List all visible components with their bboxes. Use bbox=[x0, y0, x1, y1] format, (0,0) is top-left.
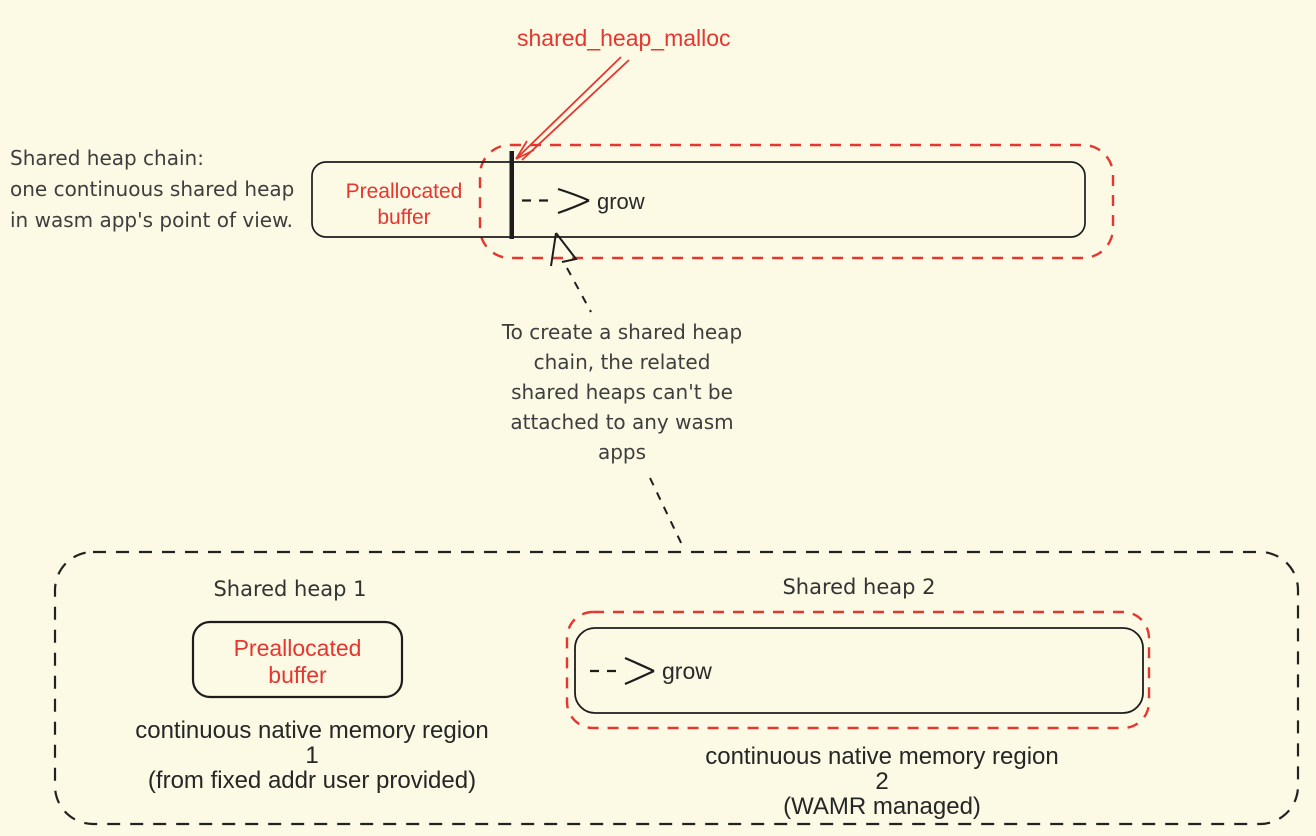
grow-arrow-icon-top bbox=[522, 187, 590, 215]
shared-heap-chain-note: Shared heap chain: one continuous shared… bbox=[10, 146, 295, 232]
grow-label-top: grow bbox=[597, 189, 645, 214]
malloc-arrow-icon bbox=[515, 56, 630, 161]
preallocated-buffer-label-bottom: Preallocated buffer bbox=[233, 635, 362, 688]
heap2-dashed-outline bbox=[565, 610, 1151, 730]
memory-region2-caption: continuous native memory region 2 (WAMR … bbox=[705, 743, 1059, 820]
malloc-function-label: shared_heap_malloc bbox=[517, 25, 731, 51]
heap1-title: Shared heap 1 bbox=[213, 577, 367, 601]
connector-junction-to-note bbox=[566, 267, 592, 313]
heap2-bar-outline bbox=[574, 627, 1144, 714]
grow-label-bottom: grow bbox=[662, 658, 712, 684]
connector-note-to-bottom-box bbox=[649, 477, 685, 550]
preallocated-buffer-label-top: Preallocated buffer bbox=[345, 180, 463, 229]
memory-region1-caption: continuous native memory region 1 (from … bbox=[135, 717, 489, 794]
heap2-title: Shared heap 2 bbox=[782, 575, 936, 599]
chain-creation-note: To create a shared heap chain, the relat… bbox=[501, 320, 743, 464]
heap1-buffer-outline bbox=[191, 620, 404, 699]
grow-arrow-icon-bottom bbox=[590, 656, 655, 686]
heap-divider-line bbox=[509, 151, 514, 239]
heap-bar-outline bbox=[311, 161, 1086, 238]
junction-pointer-icon bbox=[550, 232, 578, 267]
unattached-heaps-dashed-container bbox=[53, 550, 1300, 826]
shared-heap-chain-dashed-outline bbox=[478, 143, 1115, 260]
